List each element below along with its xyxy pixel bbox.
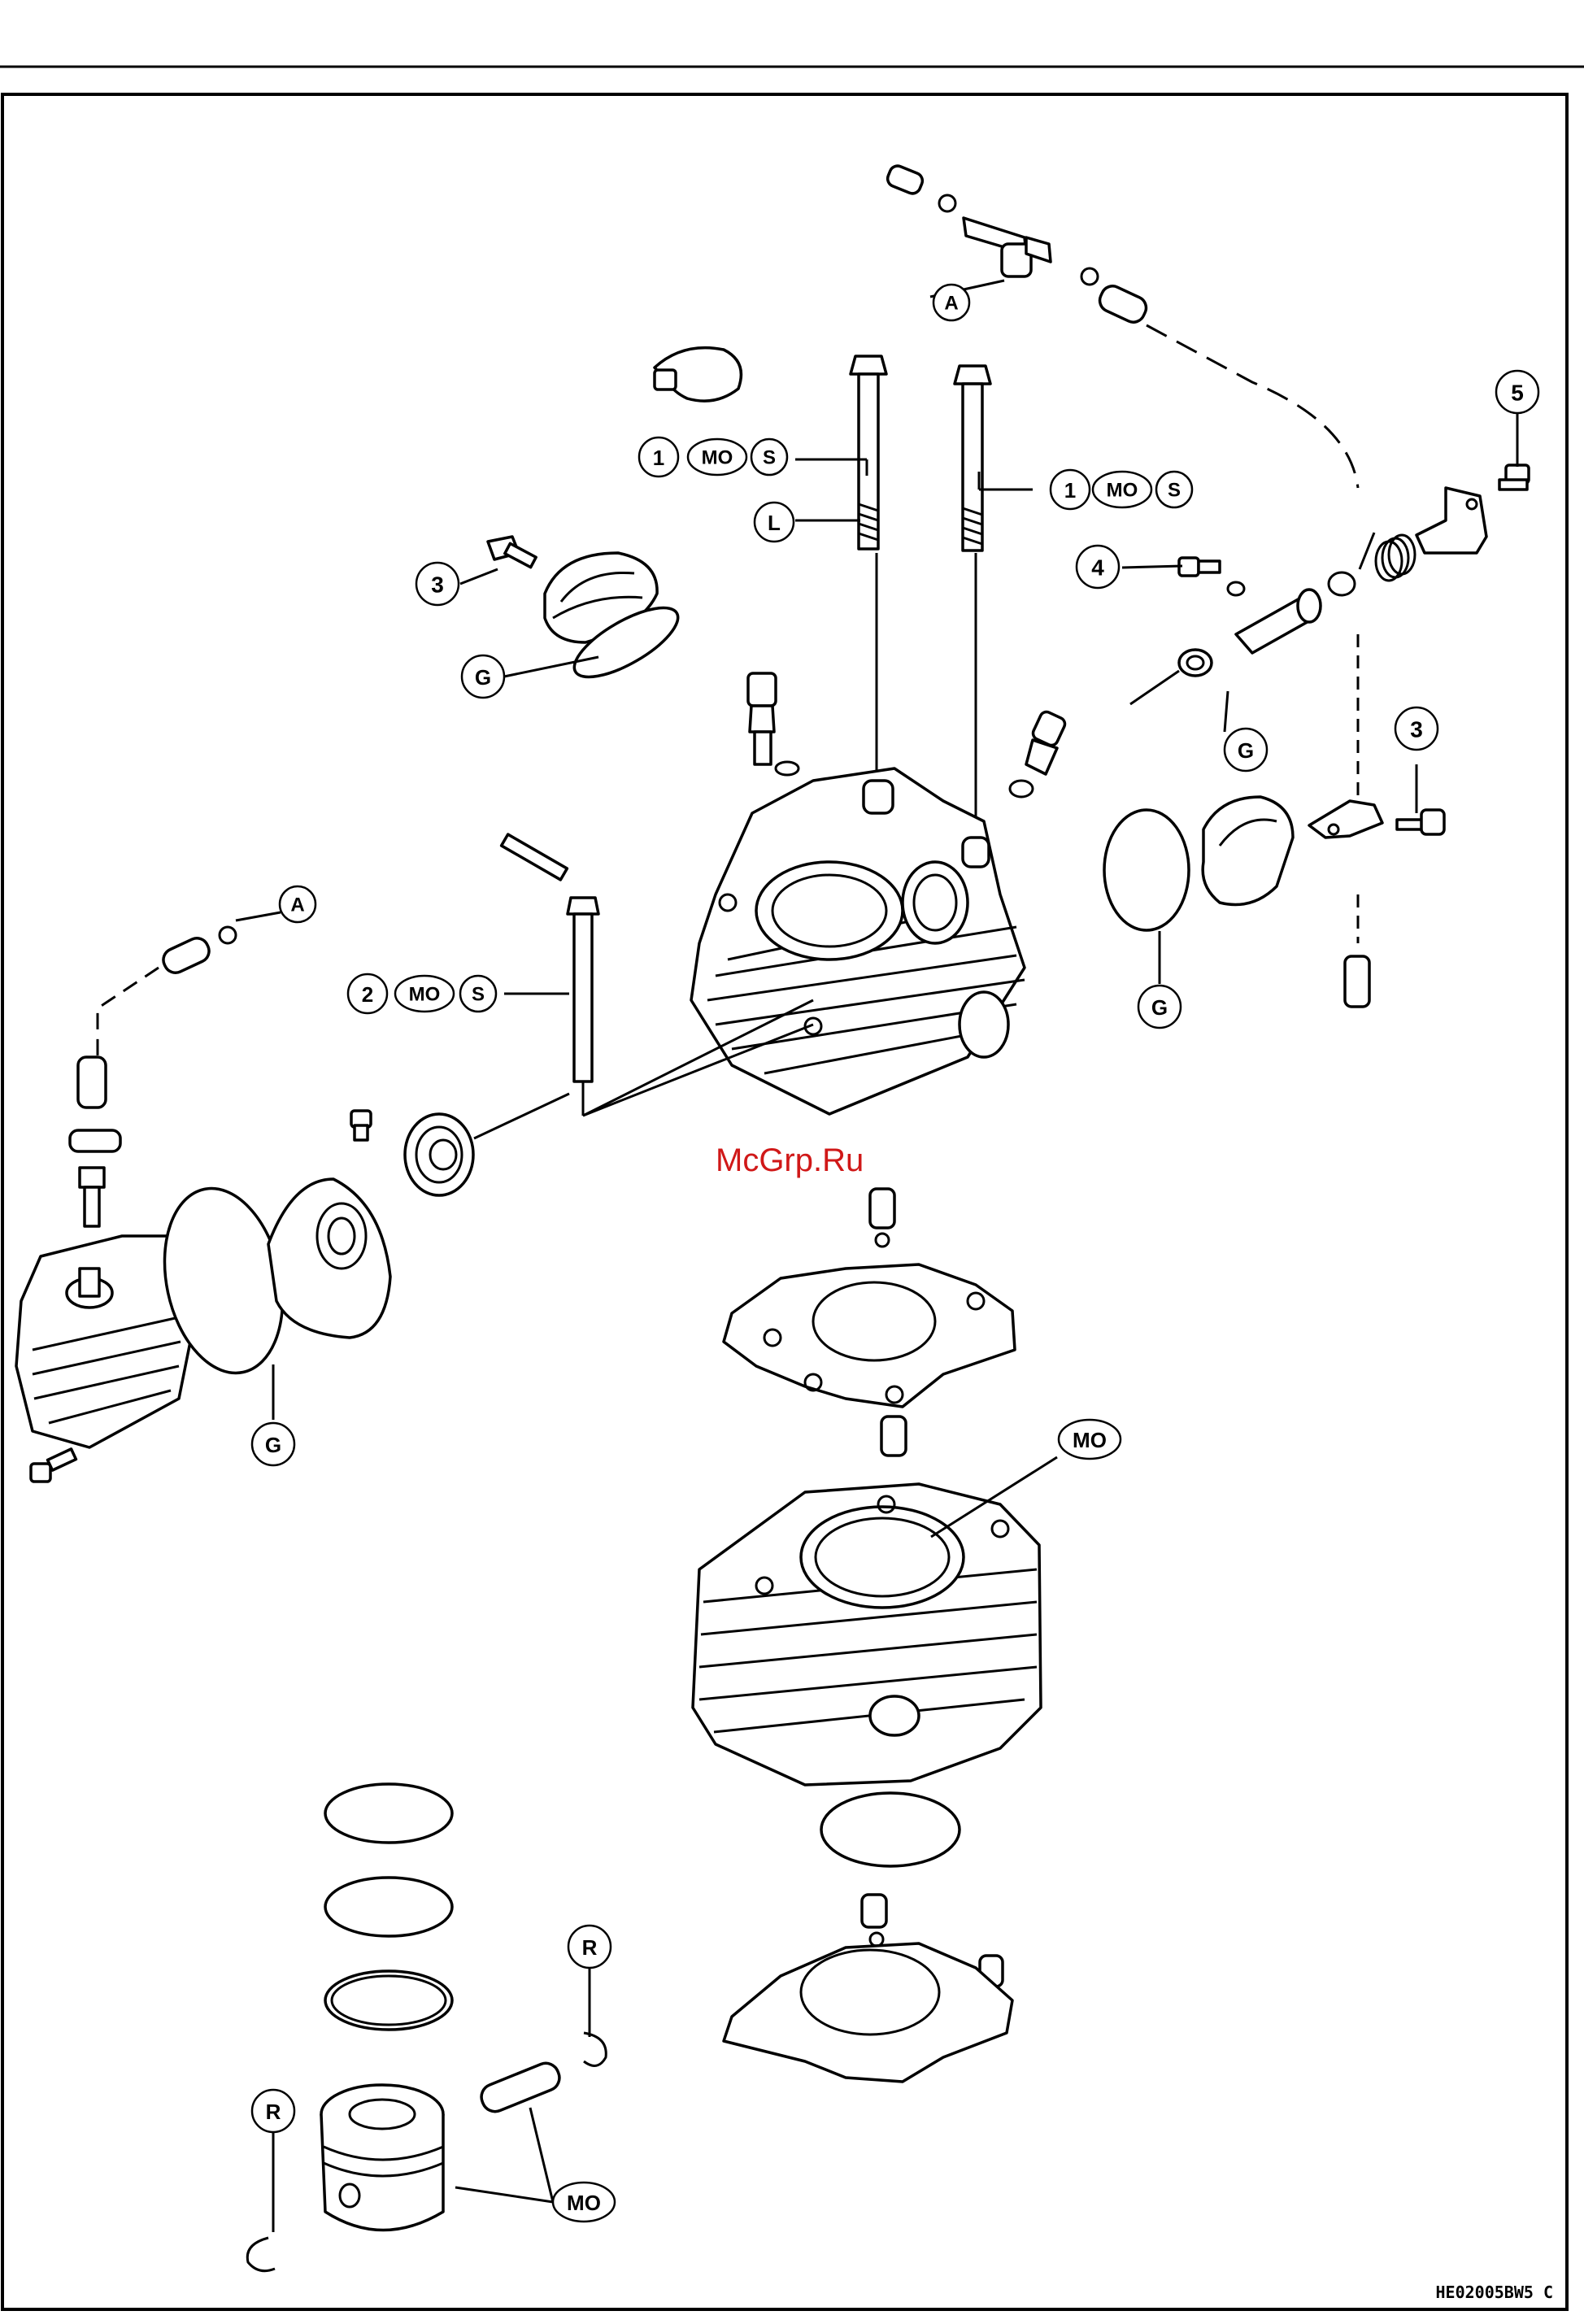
callout-2-num: 2 [362, 982, 373, 1007]
decompression-arm [1309, 801, 1382, 838]
knock-pin-lower [881, 1417, 906, 1456]
torsion-spring [1360, 533, 1415, 581]
oil-pipe-fitting-left [748, 673, 799, 775]
plate-bolt [351, 1111, 371, 1140]
rocker-shaft [1236, 572, 1355, 653]
camshaft-ball-bearing [405, 1094, 569, 1195]
callout-1-left-s: S [763, 447, 776, 469]
arm-bolt [1397, 810, 1444, 834]
callout-G-cover: G [1138, 986, 1181, 1028]
callout-R-left-label: R [266, 2100, 281, 2124]
callout-A-left-label: A [290, 894, 304, 916]
cylinder-head-stud [502, 834, 568, 880]
piston-oil-ring [325, 1971, 452, 2030]
intake-holder-bolt [488, 537, 536, 568]
callout-MO-pin: MO [553, 2183, 615, 2222]
callout-2-mo: MO [409, 984, 441, 1006]
callout-2-s: S [472, 984, 485, 1006]
piston-ring-second [325, 1878, 452, 1936]
callout-R-left: R [252, 2090, 294, 2132]
cylinder-base-o-ring [821, 1793, 960, 1866]
camshaft-oil-seal [1130, 650, 1212, 704]
callout-A-top: A [933, 285, 969, 320]
lever-bolt [1499, 465, 1529, 490]
callout-L-label: L [768, 511, 781, 535]
callout-1-right-s: S [1168, 480, 1181, 502]
cylinder-head-bolt-right [955, 366, 990, 551]
breather-nipple [80, 1168, 104, 1226]
cover-dowel [1345, 956, 1369, 1007]
callout-1-left: 1 MO S [639, 437, 787, 477]
cylinder-head [691, 768, 1025, 1114]
callout-G-left-label: G [265, 1433, 281, 1457]
piston-pin-snap-ring-left [247, 2238, 275, 2271]
callout-R-right: R [568, 1926, 611, 1968]
callout-G-intake: G [462, 655, 504, 698]
callout-MO-cylinder: MO [1059, 1420, 1121, 1459]
figure-code: HE02005BW5 C [1436, 2283, 1554, 2302]
callout-1-left-num: 1 [653, 446, 664, 470]
piston-pin-snap-ring-right [584, 2033, 606, 2065]
cylinder-block [693, 1484, 1041, 1785]
cylinder-head-gasket [724, 1264, 1015, 1407]
cam-cap-cover [1203, 797, 1293, 905]
piston [321, 2085, 443, 2230]
cylinder-base-gasket [724, 1943, 1012, 2082]
callout-5: 5 [1496, 371, 1538, 413]
callout-R-right-label: R [582, 1935, 598, 1960]
callout-1-right-mo: MO [1107, 480, 1138, 502]
watermark-text: McGrp.Ru [716, 1142, 864, 1178]
callout-2: 2 MO S [348, 974, 496, 1013]
callout-3-arm: 3 [1395, 707, 1438, 750]
callout-5-label: 5 [1511, 381, 1524, 406]
callout-1-left-mo: MO [702, 447, 733, 469]
callout-A-left: A [280, 886, 315, 922]
left-hose-clamp [70, 1130, 120, 1151]
callout-1-right-num: 1 [1064, 478, 1076, 503]
decompression-lever [1416, 488, 1486, 553]
callout-3-arm-label: 3 [1410, 717, 1423, 742]
cylinder-base-knock-pin-a [862, 1895, 886, 1946]
piston-ring-top [325, 1784, 452, 1843]
hose-clamp [655, 348, 741, 402]
timing-cover-bolt [31, 1449, 76, 1482]
callout-G-intake-label: G [475, 665, 491, 690]
callout-MO-cylinder-label: MO [1073, 1428, 1107, 1452]
piston-pin [477, 2060, 563, 2116]
oil-pipe-fitting-right [1010, 710, 1067, 797]
callout-G-shaft-label: G [1238, 738, 1254, 763]
callout-MO-pin-label: MO [567, 2191, 601, 2215]
callout-3-intake: 3 [416, 563, 459, 605]
callout-3-intake-label: 3 [431, 572, 444, 598]
callout-1-right: 1 MO S [1051, 470, 1192, 509]
callout-L: L [755, 503, 794, 542]
callout-G-cover-label: G [1151, 995, 1168, 1020]
knock-pin-upper [870, 1189, 894, 1247]
breather-hose-assembly [886, 163, 1358, 488]
callout-4-label: 4 [1091, 555, 1104, 581]
cam-sprocket-plate [268, 1179, 390, 1338]
callout-4: 4 [1077, 546, 1119, 588]
cam-cap-gasket [1104, 810, 1189, 930]
callout-G-left: G [252, 1423, 294, 1465]
left-hose-tube [78, 927, 236, 1108]
callout-G-shaft: G [1225, 729, 1267, 771]
callout-A-top-label: A [944, 293, 958, 315]
rocker-shaft-bolt [1179, 558, 1244, 595]
